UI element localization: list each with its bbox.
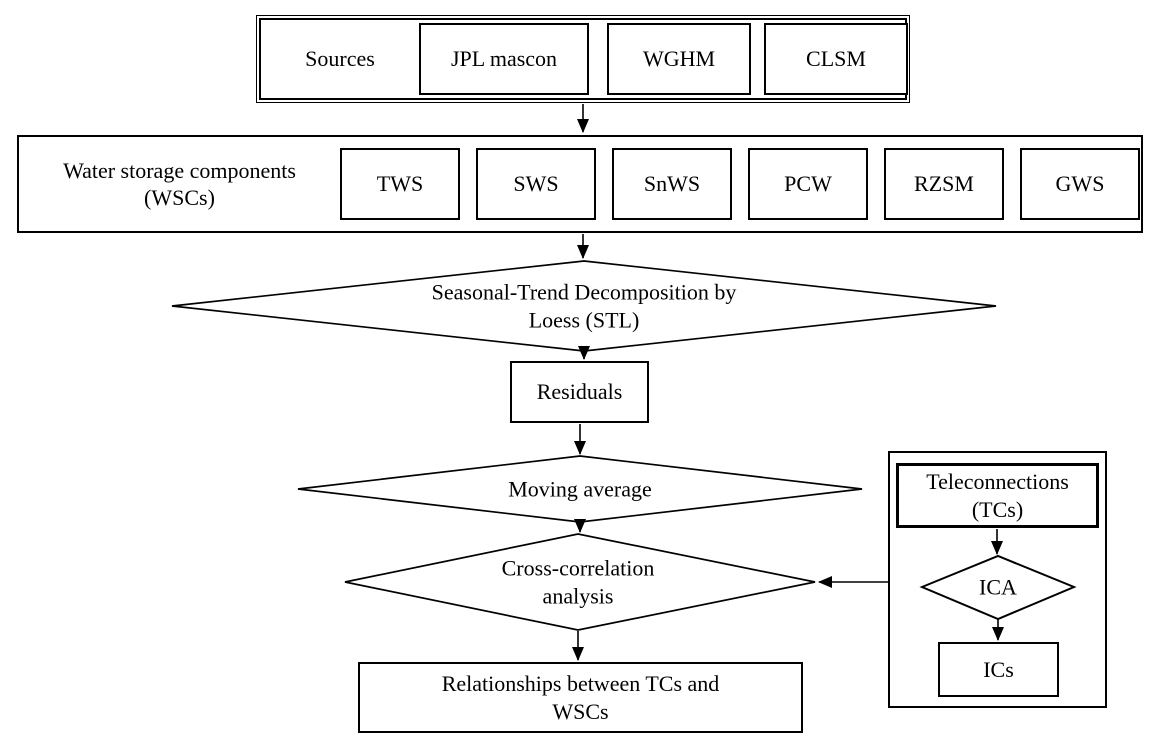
sources-group: Sources JPL mascon WGHM CLSM <box>256 15 910 103</box>
cross-correlation-label-line1: Cross-correlation <box>501 555 655 581</box>
ica-diamond-label: ICA <box>979 574 1017 600</box>
wsc-group-label-line2: (WSCs) <box>144 185 215 210</box>
stl-diamond <box>171 260 997 352</box>
sources-label: Sources <box>305 46 375 72</box>
teleconnections-group <box>888 451 1107 708</box>
ics-label: ICs <box>983 656 1014 682</box>
wsc-box-pcw: PCW <box>748 148 868 220</box>
source-box-wghm-label: WGHM <box>642 46 716 72</box>
wsc-box-rzsm: RZSM <box>884 148 1004 220</box>
stl-label-line1: Seasonal-Trend Decomposition by <box>431 279 737 305</box>
cross-correlation-label-line2: analysis <box>542 583 614 608</box>
moving-average-diamond-label: Moving average <box>508 476 652 502</box>
wsc-box-tws: TWS <box>340 148 460 220</box>
wsc-group: Water storage components (WSCs) TWS SWS … <box>17 135 1143 233</box>
teleconnections-box: Teleconnections (TCs) <box>896 463 1099 528</box>
wsc-group-label: Water storage components (WSCs) <box>19 157 340 212</box>
moving-average-diamond <box>297 455 863 523</box>
ica-diamond <box>919 554 1077 621</box>
teleconnections-label-line2: (TCs) <box>971 496 1024 522</box>
relationships-box: Relationships between TCs and WSCs <box>358 662 803 733</box>
wsc-box-sws-label: SWS <box>513 171 559 197</box>
source-box-wghm: WGHM <box>607 23 751 95</box>
cross-correlation-diamond-label: Cross-correlation analysis <box>502 555 655 610</box>
stl-label-line2: Loess (STL) <box>528 307 640 332</box>
wsc-box-snws-label: SnWS <box>643 171 701 197</box>
residuals-label: Residuals <box>536 379 623 405</box>
relationships-label-line1: Relationships between TCs and <box>441 671 720 696</box>
source-box-clsm: CLSM <box>764 23 908 95</box>
source-box-clsm-label: CLSM <box>806 46 866 72</box>
source-box-jpl-mascon-label: JPL mascon <box>450 46 558 72</box>
relationships-label-line2: WSCs <box>552 698 609 724</box>
wsc-box-pcw-label: PCW <box>784 171 832 197</box>
teleconnections-label-line1: Teleconnections <box>926 469 1069 494</box>
residuals-box: Residuals <box>510 361 649 423</box>
source-box-jpl-mascon: JPL mascon <box>419 23 589 95</box>
stl-diamond-label: Seasonal-Trend Decomposition by Loess (S… <box>432 279 737 334</box>
wsc-box-gws: GWS <box>1020 148 1140 220</box>
ics-box: ICs <box>938 642 1059 697</box>
wsc-box-rzsm-label: RZSM <box>914 171 974 197</box>
wsc-box-gws-label: GWS <box>1055 171 1105 197</box>
wsc-box-snws: SnWS <box>612 148 732 220</box>
wsc-box-tws-label: TWS <box>376 171 424 197</box>
sources-group-inner-frame: Sources JPL mascon WGHM CLSM <box>259 18 908 100</box>
cross-correlation-diamond <box>344 533 816 631</box>
wsc-box-sws: SWS <box>476 148 596 220</box>
wsc-group-label-line1: Water storage components <box>63 157 296 183</box>
